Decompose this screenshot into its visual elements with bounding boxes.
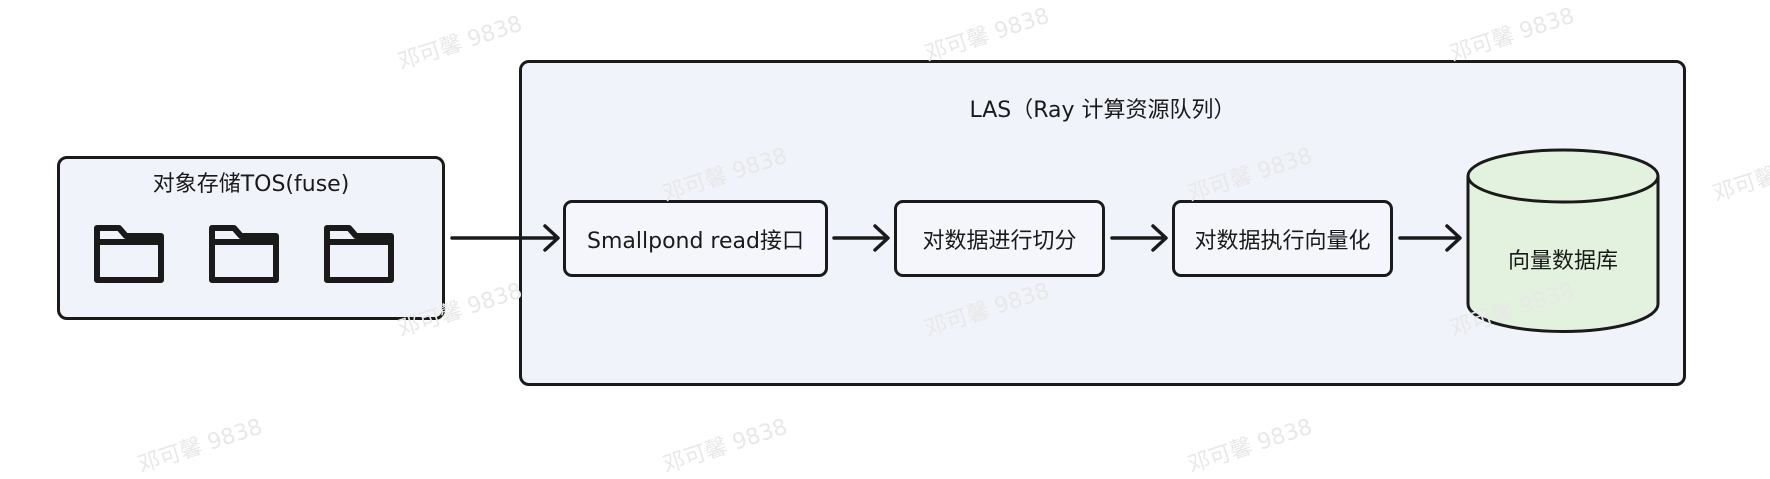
arrow-vectorize-to-database: [1398, 224, 1462, 252]
database-label: 向量数据库: [1507, 249, 1618, 274]
database-top: [1466, 148, 1660, 204]
step-smallpond-read: Smallpond read接口: [563, 200, 828, 277]
folder-icons: [94, 225, 394, 283]
arrow-split-to-vectorize: [1110, 224, 1168, 252]
arrow-read-to-split: [832, 224, 890, 252]
flow-arrows: [450, 224, 1462, 252]
step-vectorize-data: 对数据执行向量化: [1172, 200, 1393, 277]
database-body: [1466, 176, 1660, 333]
step-split-data: 对数据进行切分: [894, 200, 1105, 277]
folder-icon: [209, 225, 279, 283]
vector-database: [1466, 148, 1660, 333]
cluster-title: LAS（Ray 计算资源队列）: [969, 98, 1236, 123]
folder-icon: [94, 225, 164, 283]
arrow-storage-to-read: [450, 224, 560, 252]
storage-title: 对象存储TOS(fuse): [152, 172, 350, 197]
folder-icon: [324, 225, 394, 283]
